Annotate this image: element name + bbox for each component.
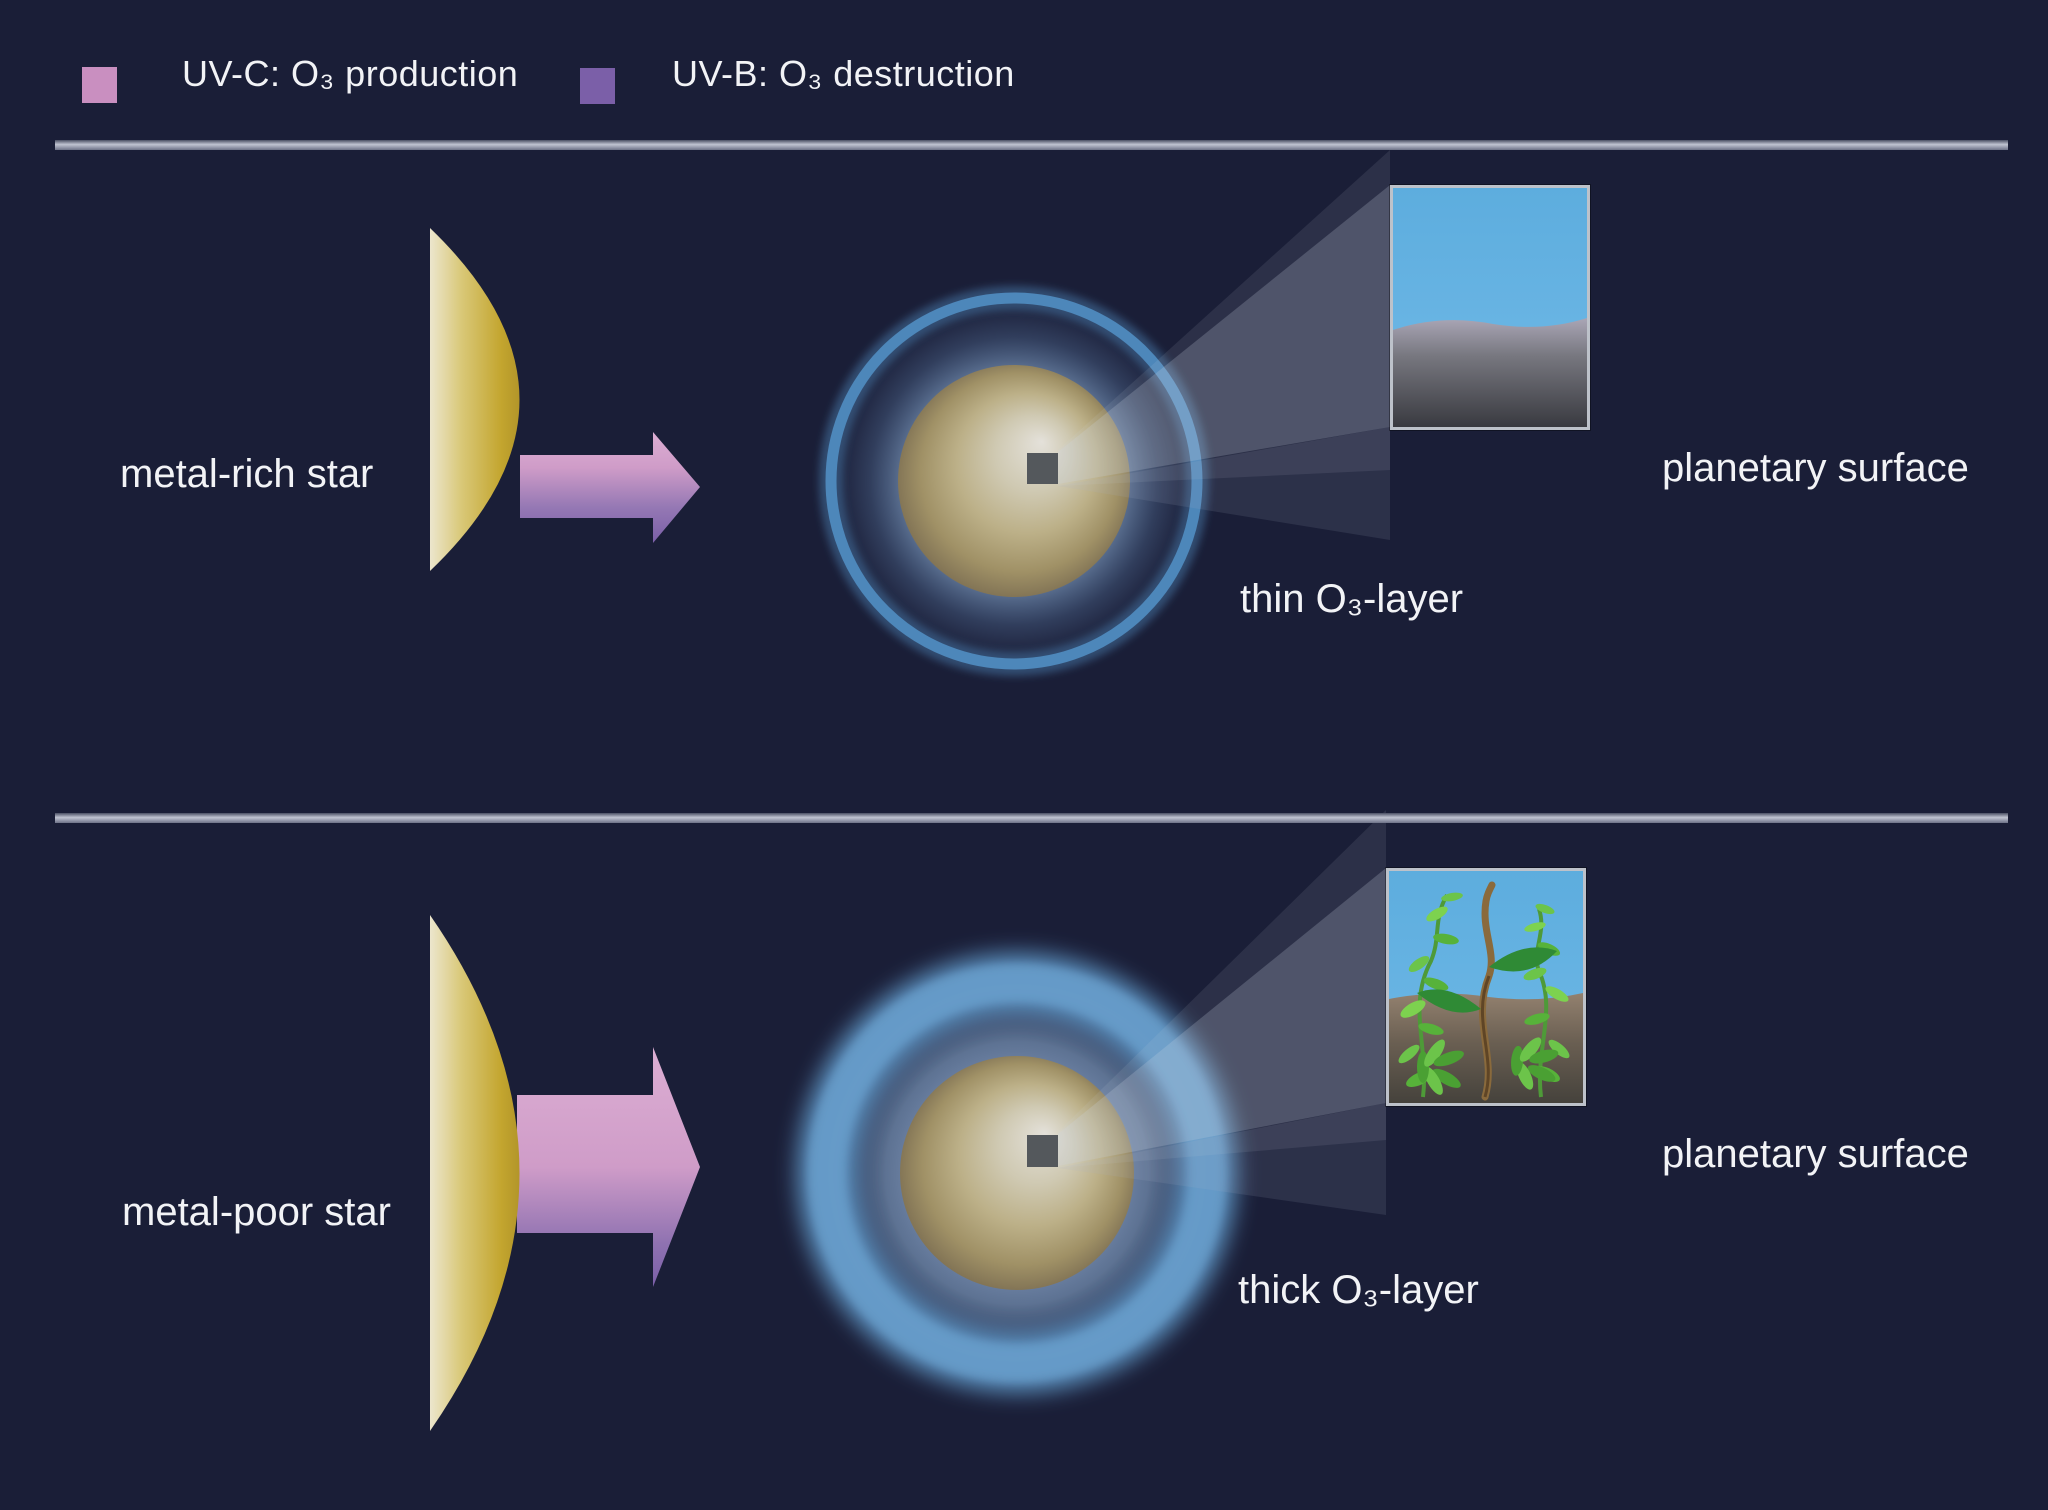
- surface-sample-square: [1027, 453, 1058, 484]
- metal-rich-star-label: metal-rich star: [120, 452, 374, 496]
- vegetation-illustration: [1389, 871, 1583, 1103]
- star-metal-poor: [430, 915, 520, 1431]
- uv-arrow-metal-poor: [517, 1047, 700, 1287]
- star-metal-rich: [430, 228, 520, 571]
- atmosphere-glow: [805, 961, 1229, 1385]
- planetary-surface-label-bottom: planetary surface: [1662, 1132, 1969, 1176]
- legend-swatch-uvb: [580, 68, 615, 104]
- inset-barren-surface: [1390, 185, 1590, 430]
- divider-top: [55, 140, 2008, 150]
- atmosphere-glow: [834, 301, 1194, 661]
- metal-poor-star-label: metal-poor star: [122, 1190, 391, 1234]
- zoom-beam-top: [1058, 150, 1390, 540]
- plants: [1398, 881, 1570, 1101]
- legend-swatch-uvc: [82, 67, 117, 103]
- surface-sample-square: [1027, 1135, 1058, 1167]
- zoom-beam-bottom: [1058, 810, 1386, 1215]
- divider-middle: [55, 813, 2008, 823]
- planetary-surface-label-top: planetary surface: [1662, 446, 1969, 490]
- inset-vegetated-surface: [1386, 868, 1586, 1106]
- thin-ozone-label: thin O₃-layer: [1240, 577, 1464, 621]
- thick-ozone-label: thick O₃-layer: [1238, 1268, 1479, 1312]
- planet-metal-rich: [898, 365, 1130, 597]
- thick-ozone-ring: [797, 953, 1237, 1393]
- uv-arrow-metal-rich: [520, 432, 700, 543]
- thin-ozone-ring-halo: [819, 286, 1209, 676]
- thick-ozone-ring-core: [808, 964, 1226, 1382]
- barren-surface-illustration: [1393, 188, 1587, 427]
- panel-metal-poor: [430, 810, 1386, 1431]
- legend-label-uvc: UV-C: O₃ production: [182, 53, 519, 94]
- legend-label-uvb: UV-B: O₃ destruction: [672, 53, 1015, 94]
- thin-ozone-ring: [825, 292, 1203, 670]
- planet-metal-poor: [900, 1056, 1134, 1290]
